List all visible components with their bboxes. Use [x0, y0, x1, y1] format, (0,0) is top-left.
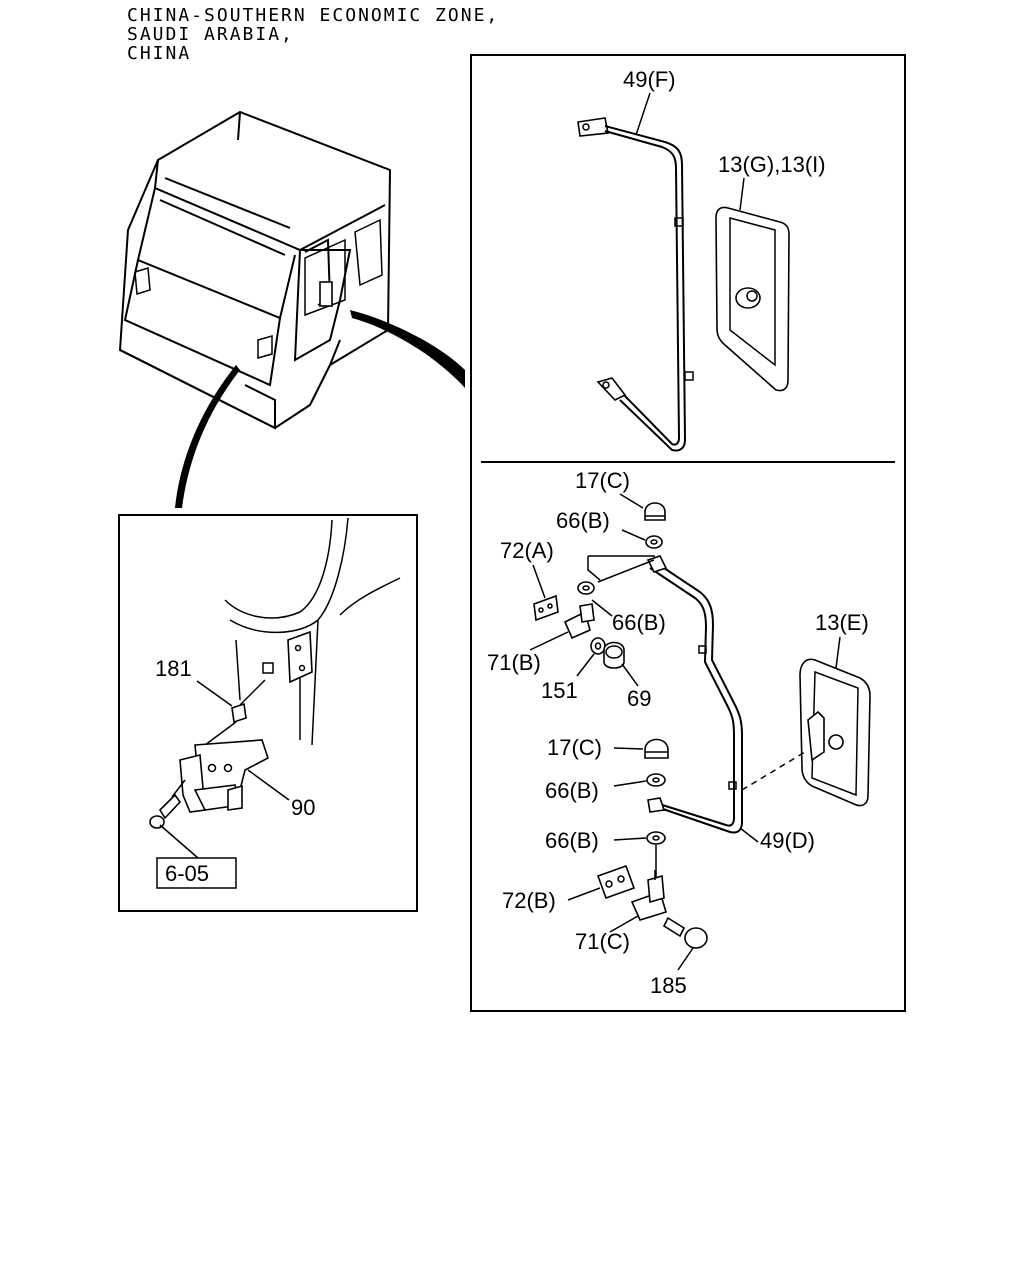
- part-label-181: 181: [155, 656, 192, 681]
- part-label-72B: 72(B): [502, 888, 556, 913]
- part-label-71C: 71(C): [575, 929, 630, 954]
- part-label-185: 185: [650, 973, 687, 998]
- leader-90: [247, 769, 290, 801]
- leader-71B: [529, 631, 569, 651]
- part-label-13GI: 13(G),13(I): [718, 152, 826, 177]
- plate-72A: [533, 594, 559, 622]
- part-label-66B-lower: 66(B): [545, 778, 599, 803]
- leader-13GI: [739, 177, 745, 211]
- detail-box-bracket: [118, 514, 418, 912]
- clamp-71C: [630, 870, 667, 921]
- leader-49F: [635, 92, 651, 136]
- part-label-13E: 13(E): [815, 610, 869, 635]
- leader-185: [677, 947, 694, 971]
- part-label-72A: 72(A): [500, 538, 554, 563]
- header-line-1: CHINA-SOUTHERN ECONOMIC ZONE,: [127, 5, 500, 26]
- leader-72A: [532, 564, 546, 599]
- part-label-17C-top: 17(C): [575, 468, 630, 493]
- part-label-17C-bottom: 17(C): [547, 735, 602, 760]
- washer-66B-top: [645, 535, 663, 549]
- part-label-90: 90: [291, 795, 315, 820]
- part-label-49F: 49(F): [623, 67, 676, 92]
- leader-72B: [567, 887, 601, 901]
- assembly-line-c: [597, 559, 655, 583]
- clamp-71B: [563, 603, 595, 640]
- leader-71C: [609, 915, 639, 933]
- part-label-66B-mid: 66(B): [612, 610, 666, 635]
- door-bracket-illustration: [149, 517, 401, 829]
- washer-151: [590, 637, 606, 655]
- leader-66B-top: [621, 529, 646, 541]
- leader-66B-mid: [591, 599, 613, 617]
- part-label-66B-bottom: 66(B): [545, 828, 599, 853]
- mirror-stay-49F: [577, 117, 694, 452]
- leader-66B-lower: [613, 780, 647, 787]
- washer-66B-lower: [646, 773, 666, 787]
- detail-box-mirror: [470, 54, 906, 1012]
- part-label-69: 69: [627, 686, 651, 711]
- mirror-13GI: [715, 206, 790, 392]
- part-label-71B: 71(B): [487, 650, 541, 675]
- part-label-49D: 49(D): [760, 828, 815, 853]
- leader-17C-top: [619, 493, 644, 509]
- ref-box-6-05: [156, 857, 237, 889]
- diagram-header: CHINA-SOUTHERN ECONOMIC ZONE, SAUDI ARAB…: [127, 6, 499, 63]
- header-line-3: CHINA: [127, 43, 192, 64]
- part-label-151: 151: [541, 678, 578, 703]
- ref-label-6-05: 6-05: [165, 861, 209, 886]
- bolt-185: [662, 916, 708, 949]
- truck-cab-illustration: [118, 110, 465, 508]
- leader-69: [621, 663, 639, 687]
- nut-69: [603, 641, 625, 669]
- plate-72B: [596, 864, 636, 900]
- cap-nut-17C-top: [644, 502, 666, 521]
- leader-17C-bottom: [613, 747, 644, 750]
- leader-66B-bottom: [613, 837, 647, 841]
- mirror-stay-49D: [646, 555, 743, 834]
- leader-151: [576, 653, 595, 677]
- leader-49D: [739, 827, 759, 843]
- washer-66B-mid: [577, 581, 595, 595]
- cap-nut-17C-bottom: [644, 738, 669, 759]
- washer-66B-bottom: [646, 831, 666, 845]
- leader-13E: [835, 636, 841, 669]
- mirror-13E: [741, 658, 871, 807]
- assembly-line-b: [587, 556, 601, 581]
- leader-181: [196, 680, 233, 707]
- leader-6-05: [159, 824, 199, 859]
- part-label-66B-top: 66(B): [556, 508, 610, 533]
- header-line-2: SAUDI ARABIA,: [127, 24, 294, 45]
